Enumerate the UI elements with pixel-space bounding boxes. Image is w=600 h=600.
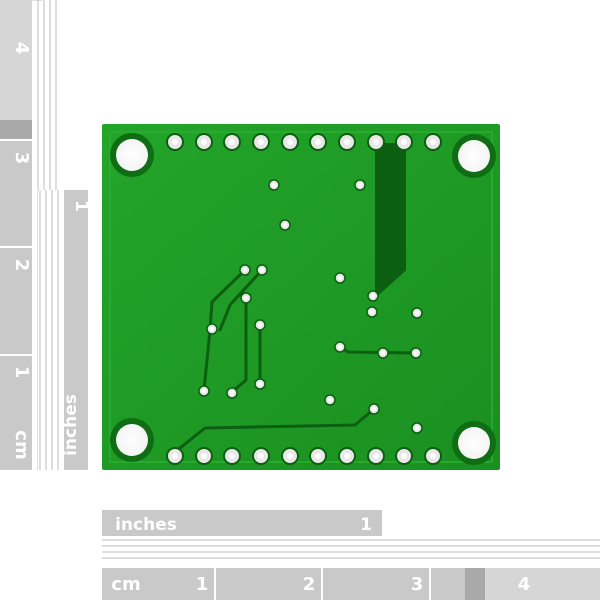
left-cm-number-2: 2 bbox=[11, 259, 32, 272]
left-cm-label: cm bbox=[11, 430, 32, 459]
left-inches-label: inches bbox=[61, 394, 81, 456]
top-header-pads bbox=[166, 133, 442, 151]
bottom-cm-number-4: 4 bbox=[518, 574, 531, 595]
left-inches-number-1: 1 bbox=[71, 200, 91, 212]
left-cm-number-4: 4 bbox=[11, 42, 32, 55]
left-cm-number-1: 1 bbox=[11, 366, 32, 379]
bottom-cm-number-3: 3 bbox=[411, 574, 424, 595]
bottom-inches-ruler bbox=[102, 510, 600, 559]
bottom-cm-label: cm bbox=[111, 574, 140, 595]
bottom-cm-number-2: 2 bbox=[303, 574, 316, 595]
bottom-header-pads bbox=[166, 447, 442, 465]
bottom-cm-number-1: 1 bbox=[196, 574, 209, 595]
bottom-inches-number-1: 1 bbox=[360, 515, 372, 535]
bottom-inches-label: inches bbox=[115, 515, 177, 535]
pcb-board bbox=[102, 124, 500, 470]
left-cm-number-3: 3 bbox=[11, 152, 32, 165]
bottom-cm-ruler bbox=[102, 568, 600, 600]
left-cm-ruler bbox=[0, 0, 42, 470]
left-inches-ruler bbox=[38, 190, 88, 470]
mounting-holes bbox=[110, 133, 496, 465]
vias bbox=[198, 179, 423, 434]
